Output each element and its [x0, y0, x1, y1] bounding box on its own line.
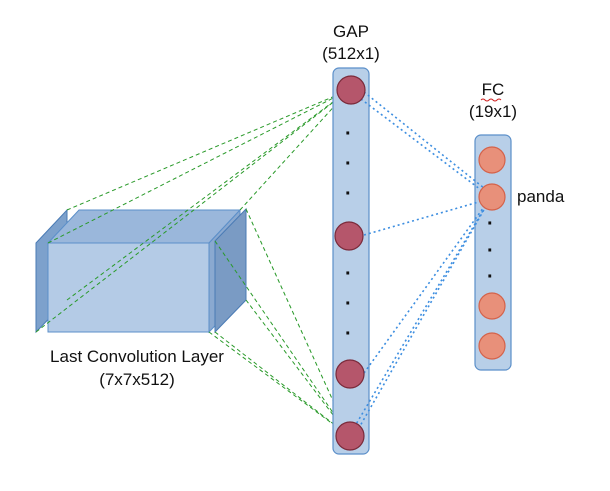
gap-to-fc-lines [348, 89, 492, 437]
gap-nodes [334, 75, 366, 451]
fc-size: (19x1) [469, 102, 517, 121]
gap-node [336, 75, 366, 105]
conv-block [35, 207, 247, 334]
gap-size: (512x1) [322, 44, 380, 63]
fc-node-panda [478, 183, 506, 211]
conv-box-top [46, 209, 242, 244]
gap-dot: · [345, 263, 352, 285]
gap-dot: · [345, 293, 352, 315]
gap-dot: · [345, 183, 352, 205]
fc-node [478, 146, 506, 174]
fc-ellipsis: · · · [487, 213, 494, 288]
gap-dot: · [345, 153, 352, 175]
conv-size: (7x7x512) [99, 370, 175, 389]
panda-label: panda [517, 187, 565, 206]
fc-node [478, 292, 506, 320]
fc-dot: · [487, 213, 494, 235]
conv-title: Last Convolution Layer [50, 347, 224, 366]
fc-dot: · [487, 240, 494, 262]
gap-node [335, 421, 365, 451]
gap-dot: · [345, 323, 352, 345]
gap-dot: · [345, 123, 352, 145]
fc-node [478, 332, 506, 360]
fc-nodes [478, 146, 506, 360]
conv-to-gap-lines [35, 89, 350, 437]
gap-column [332, 67, 370, 455]
gap-node [334, 221, 364, 251]
gap-node [335, 359, 365, 389]
fc-dot: · [487, 266, 494, 288]
fc-spellcheck-underline [480, 98, 502, 102]
gap-title: GAP [333, 22, 369, 41]
conv-box-face [47, 242, 210, 333]
gap-ellipsis: · · · · · · [345, 123, 352, 345]
fc-title: FC [482, 80, 505, 99]
